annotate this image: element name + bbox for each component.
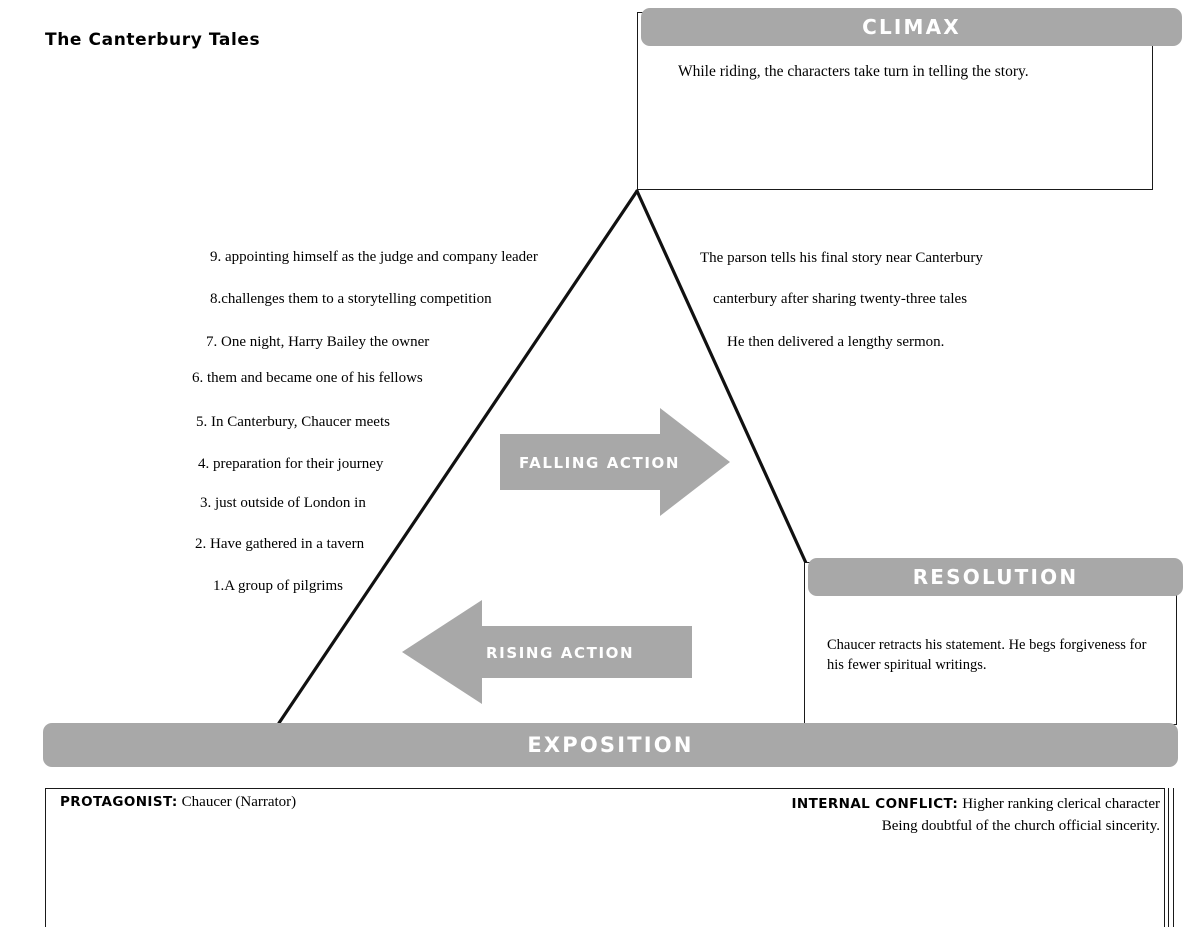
rising-action-item-4: 4. preparation for their journey — [198, 456, 384, 472]
climax-header[interactable]: CLIMAX — [641, 8, 1182, 46]
resolution-header[interactable]: RESOLUTION — [808, 558, 1183, 596]
internal-conflict-label: INTERNAL CONFLICT: — [791, 796, 959, 812]
protagonist-field: PROTAGONIST: Chaucer (Narrator) — [60, 793, 296, 811]
rising-action-item-5: 5. In Canterbury, Chaucer meets — [196, 414, 390, 430]
rising-action-item-6: 6. them and became one of his fellows — [192, 370, 423, 386]
resolution-text: Chaucer retracts his statement. He begs … — [827, 637, 1147, 673]
falling-action-item-3: He then delivered a lengthy sermon. — [727, 334, 945, 350]
climax-text: While riding, the characters take turn i… — [678, 63, 1029, 80]
falling-action-arrow[interactable] — [500, 408, 730, 516]
falling-action-item-2: canterbury after sharing twenty-three ta… — [713, 291, 968, 307]
rising-action-arrow-label: RISING ACTION — [486, 644, 635, 662]
falling-action-item-1: The parson tells his final story near Ca… — [700, 250, 983, 266]
exposition-detail-box-right-edge — [1168, 788, 1174, 927]
rising-action-item-2: 2. Have gathered in a tavern — [195, 536, 365, 552]
rising-action-item-7: 7. One night, Harry Bailey the owner — [206, 334, 430, 350]
protagonist-label: PROTAGONIST: — [60, 794, 178, 810]
internal-conflict-line-1: INTERNAL CONFLICT: Higher ranking cleric… — [791, 793, 1160, 815]
internal-conflict-value-2: Being doubtful of the church official si… — [881, 818, 1160, 834]
rising-action-item-3: 3. just outside of London in — [200, 495, 366, 511]
rising-action-item-8: 8.challenges them to a storytelling comp… — [210, 291, 492, 307]
rising-action-item-9: 9. appointing himself as the judge and c… — [210, 249, 538, 265]
rising-action-item-1: 1.A group of pilgrims — [213, 578, 343, 594]
falling-action-arrow-label: FALLING ACTION — [519, 454, 681, 472]
page-title: The Canterbury Tales — [45, 30, 261, 50]
exposition-header[interactable]: EXPOSITION — [43, 723, 1178, 767]
internal-conflict-field: INTERNAL CONFLICT: Higher ranking cleric… — [791, 793, 1160, 837]
protagonist-value: Chaucer (Narrator) — [181, 794, 297, 810]
rising-action-arrow[interactable] — [402, 600, 692, 704]
internal-conflict-value-1: Higher ranking clerical character — [962, 796, 1160, 812]
exposition-detail-box[interactable] — [45, 788, 1165, 927]
